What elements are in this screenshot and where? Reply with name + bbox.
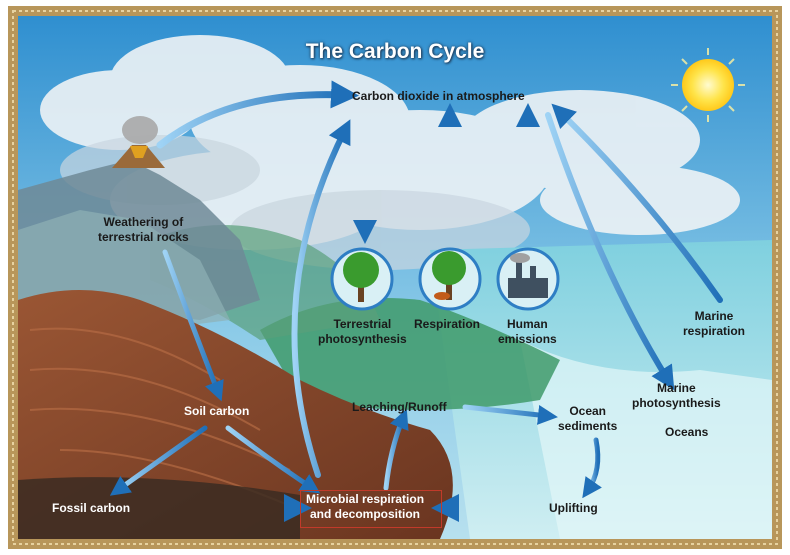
label-terrestrial-photosynthesis: Terrestrial photosynthesis bbox=[318, 317, 407, 346]
tree-icon bbox=[330, 247, 394, 311]
label-uplifting: Uplifting bbox=[549, 501, 598, 515]
fox-icon bbox=[418, 247, 482, 311]
label-marine-respiration: Marine respiration bbox=[683, 309, 746, 338]
label-co2-atmosphere: Carbon dioxide in atmosphere bbox=[352, 89, 525, 103]
diagram-title: The Carbon Cycle bbox=[305, 40, 485, 63]
label-microbial: Microbial respiration and decomposition bbox=[306, 492, 425, 521]
label-ocean-sediments: Ocean sediments bbox=[558, 404, 618, 433]
flow-arrows bbox=[109, 80, 723, 522]
label-marine-photosynthesis: Marine photosynthesis bbox=[632, 381, 721, 410]
volcano-icon bbox=[112, 116, 165, 168]
microbial-box bbox=[300, 490, 442, 528]
sun-icon bbox=[682, 59, 734, 111]
label-human-emissions: Human emissions bbox=[498, 317, 557, 346]
label-soil-carbon: Soil carbon bbox=[184, 404, 250, 418]
label-respiration: Respiration bbox=[414, 317, 481, 331]
label-oceans: Oceans bbox=[665, 425, 709, 439]
factory-icon bbox=[496, 247, 560, 311]
label-fossil-carbon: Fossil carbon bbox=[52, 501, 131, 515]
label-weathering: Weathering of terrestrial rocks bbox=[98, 215, 189, 244]
label-leaching-runoff: Leaching/Runoff bbox=[352, 400, 447, 414]
